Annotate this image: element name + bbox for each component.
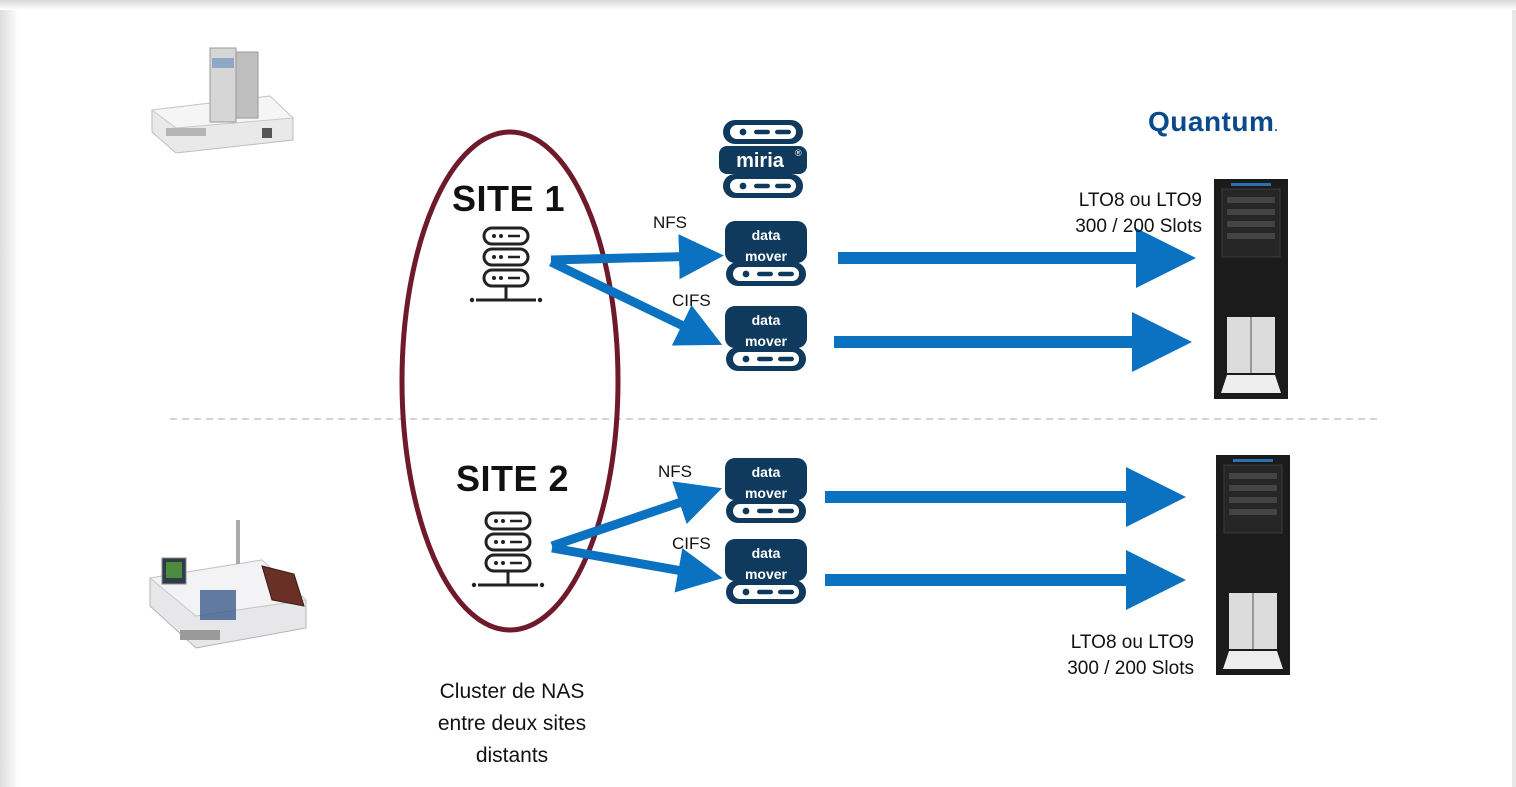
nas-cluster-ellipse: [399, 129, 621, 633]
data-mover-icon: data mover: [725, 539, 807, 604]
svg-text:data: data: [752, 545, 781, 561]
library1-drive-type: LTO8 ou LTO9: [1078, 190, 1202, 211]
nas-server-icon-site1: [468, 226, 544, 304]
tape-library-icon: [1215, 454, 1291, 676]
slide-frame-left: [0, 10, 18, 787]
cluster-caption-line1: Cluster de NAS: [439, 680, 585, 703]
svg-text:data: data: [752, 227, 781, 243]
slide-frame-right: [1512, 10, 1516, 787]
cluster-caption-line3: distants: [475, 744, 549, 767]
library1-slots: 300 / 200 Slots: [1075, 216, 1202, 237]
library2-drive-type: LTO8 ou LTO9: [1070, 632, 1194, 653]
machine-image: [148, 520, 308, 649]
slide-frame-top: [0, 0, 1516, 10]
site1-cifs-label: CIFS: [672, 291, 711, 310]
site2-cifs-label: CIFS: [672, 534, 711, 553]
site1-nfs-label: NFS: [653, 213, 687, 232]
arrow-site1-nfs: [550, 234, 724, 280]
svg-text:data: data: [752, 312, 781, 328]
miria-label: miria: [736, 150, 785, 172]
tape-library-icon: [1213, 178, 1289, 400]
site1-title: SITE 1: [452, 178, 566, 219]
nas-server-icon-site2: [470, 511, 546, 589]
arrow-site2-nfs: [550, 481, 723, 551]
quantum-logo: Quantum.: [1148, 106, 1279, 137]
svg-text:mover: mover: [745, 333, 788, 349]
miria-server-icon: miria ®: [719, 120, 807, 198]
svg-text:data: data: [752, 464, 781, 480]
machine-image: [150, 47, 295, 154]
library1-description: LTO8 ou LTO9 300 / 200 Slots: [1075, 188, 1202, 240]
miria-registered-mark: ®: [795, 148, 802, 158]
arrow-site1-cifs: [549, 257, 723, 346]
arrow-site2-cifs: [551, 543, 723, 593]
library2-slots: 300 / 200 Slots: [1067, 658, 1194, 679]
site2-title: SITE 2: [456, 458, 570, 499]
cluster-caption: Cluster de NAS entre deux sites distants: [392, 676, 632, 772]
data-mover-icon: data mover: [725, 221, 807, 286]
svg-text:mover: mover: [745, 566, 788, 582]
data-mover-icon: data mover: [725, 306, 807, 371]
data-mover-icon: data mover: [725, 458, 807, 523]
svg-text:mover: mover: [745, 248, 788, 264]
site2-nfs-label: NFS: [658, 462, 692, 481]
cluster-caption-line2: entre deux sites: [437, 712, 587, 735]
svg-text:mover: mover: [745, 485, 788, 501]
library2-description: LTO8 ou LTO9 300 / 200 Slots: [1067, 630, 1194, 682]
